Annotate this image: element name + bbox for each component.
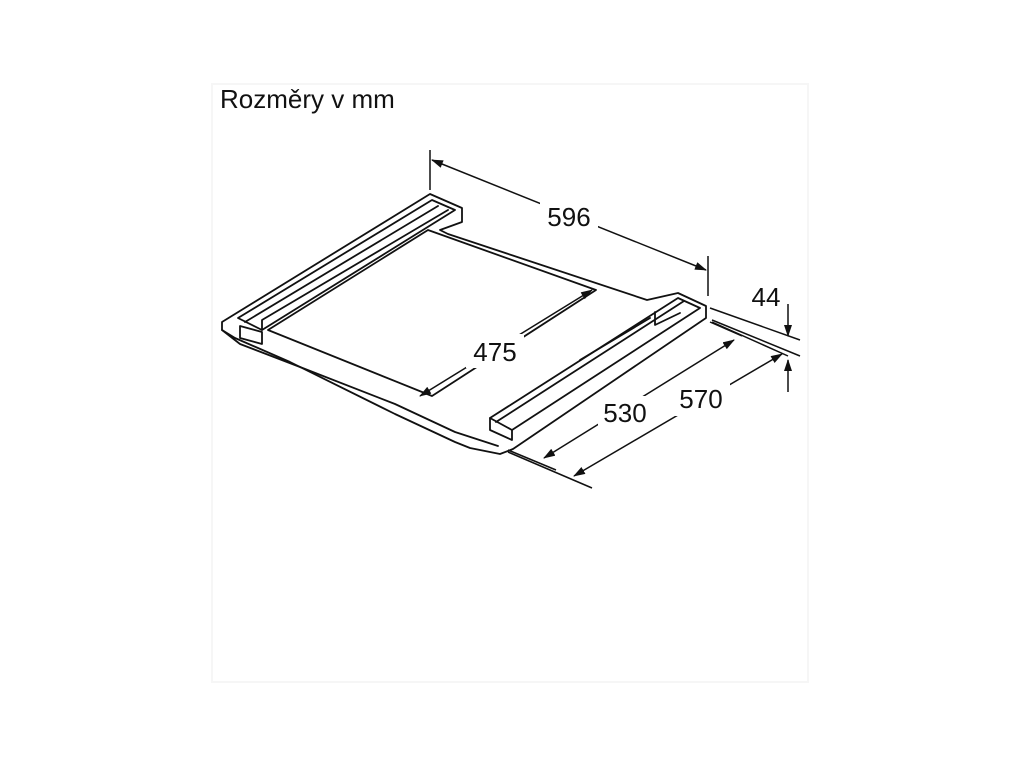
left-rail-groove xyxy=(244,205,439,323)
dim-530-ext-front xyxy=(507,449,557,471)
dim-475-label: 475 xyxy=(473,337,516,367)
dim-530-label: 530 xyxy=(603,398,646,428)
dim-596-label: 596 xyxy=(547,202,590,232)
right-rail-stop xyxy=(654,311,681,326)
left-rail-inner xyxy=(261,209,449,331)
dim-570-label-bg xyxy=(672,382,730,416)
dim-44-label: 44 xyxy=(752,282,781,312)
dim-570-ext-front xyxy=(507,451,593,489)
drawing-caption: Rozměry v mm xyxy=(220,84,395,114)
tray-front-edge xyxy=(221,329,499,447)
right-rail-end xyxy=(489,417,513,441)
dim-475-label-bg xyxy=(466,334,524,368)
tray-platform xyxy=(267,229,597,397)
right-rail-inner-line xyxy=(579,317,651,361)
dim-596-label-bg xyxy=(540,198,598,232)
left-rail-end xyxy=(239,325,263,345)
dim-44 xyxy=(709,304,801,392)
dim-570-label: 570 xyxy=(679,384,722,414)
dim-44-ext-bottom xyxy=(711,319,801,357)
background-frame xyxy=(211,83,809,683)
dim-570-ext-back xyxy=(711,321,789,357)
